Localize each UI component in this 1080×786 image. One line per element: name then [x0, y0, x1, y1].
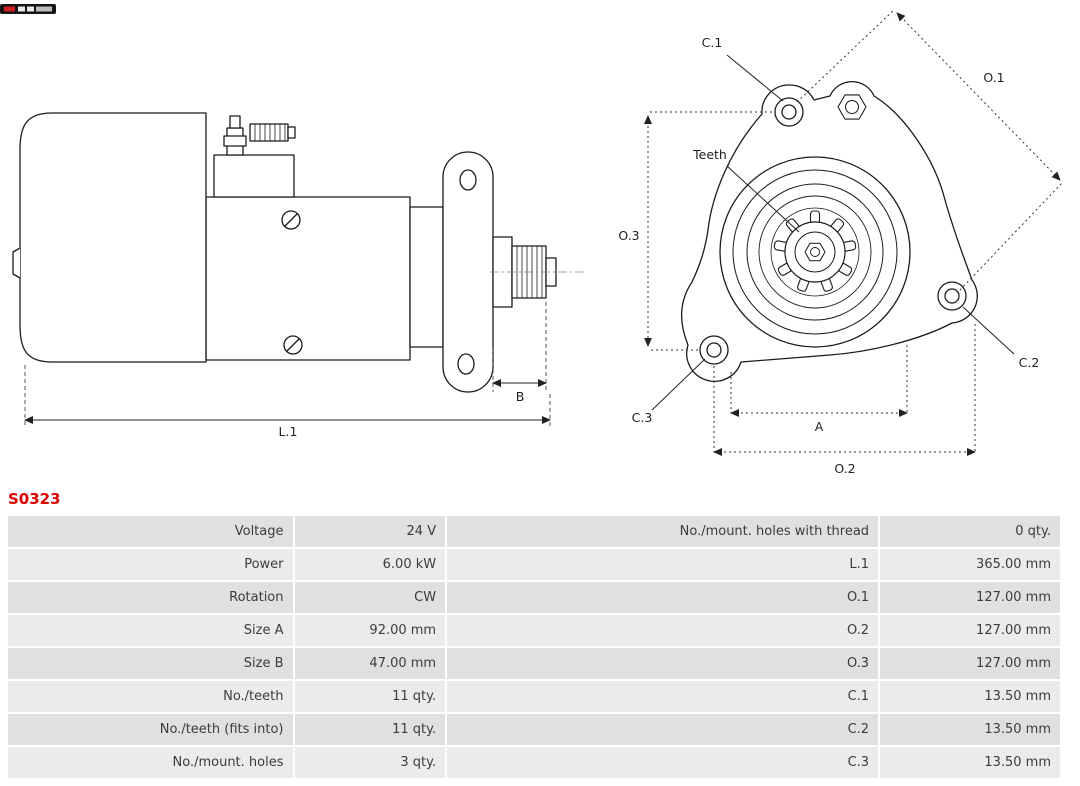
spec-label: No./mount. holes with thread — [447, 516, 879, 547]
spec-value: 24 V — [294, 516, 446, 547]
spec-value: 0 qty. — [880, 516, 1060, 547]
spec-value: 47.00 mm — [294, 648, 446, 679]
spec-label: C.3 — [447, 747, 879, 778]
spec-label: Size A — [8, 615, 293, 646]
spec-row: Size B 47.00 mm O.3 127.00 mm — [8, 648, 1060, 679]
spec-label: C.1 — [447, 681, 879, 712]
spec-label: O.3 — [447, 648, 879, 679]
dim-label-c2: C.2 — [1019, 355, 1040, 370]
spec-value: 13.50 mm — [880, 747, 1060, 778]
spec-row: No./teeth 11 qty. C.1 13.50 mm — [8, 681, 1060, 712]
spec-value: 13.50 mm — [880, 714, 1060, 745]
spec-value: 13.50 mm — [880, 681, 1060, 712]
side-view-drawing — [12, 112, 586, 393]
spec-label: Power — [8, 549, 293, 580]
front-view-dimensions — [644, 9, 1063, 456]
spec-row: Power 6.00 kW L.1 365.00 mm — [8, 549, 1060, 580]
dim-label-l1: L.1 — [279, 424, 298, 439]
drawings-svg: B L.1 — [12, 9, 1063, 476]
part-number: S0323 — [8, 490, 61, 508]
spec-label: No./teeth — [8, 681, 293, 712]
spec-row: No./teeth (fits into) 11 qty. C.2 13.50 … — [8, 714, 1060, 745]
brand-logo-icon — [0, 4, 56, 14]
spec-value: 365.00 mm — [880, 549, 1060, 580]
pinion-gear — [773, 210, 857, 292]
dim-label-a: A — [815, 419, 824, 434]
dim-label-b: B — [516, 389, 525, 404]
spec-value: CW — [294, 582, 446, 613]
spec-row: Size A 92.00 mm O.2 127.00 mm — [8, 615, 1060, 646]
spec-value: 127.00 mm — [880, 648, 1060, 679]
spec-label: Size B — [8, 648, 293, 679]
dim-label-c1: C.1 — [702, 35, 723, 50]
dim-label-o3: O.3 — [618, 228, 639, 243]
spec-row: Voltage 24 V No./mount. holes with threa… — [8, 516, 1060, 547]
spec-label: Voltage — [8, 516, 293, 547]
dim-label-teeth: Teeth — [692, 147, 727, 162]
technical-drawings: B L.1 — [12, 9, 1063, 476]
spec-value: 3 qty. — [294, 747, 446, 778]
brand-logo — [0, 0, 60, 14]
spec-value: 11 qty. — [294, 714, 446, 745]
spec-value: 92.00 mm — [294, 615, 446, 646]
dim-label-c3: C.3 — [632, 410, 653, 425]
spec-row: Rotation CW O.1 127.00 mm — [8, 582, 1060, 613]
dim-label-o1: O.1 — [983, 70, 1004, 85]
dim-label-o2: O.2 — [834, 461, 855, 476]
spec-value: 6.00 kW — [294, 549, 446, 580]
side-view-dimensions — [24, 302, 551, 427]
spec-table: Voltage 24 V No./mount. holes with threa… — [6, 514, 1062, 780]
spec-label: L.1 — [447, 549, 879, 580]
spec-label: Rotation — [8, 582, 293, 613]
spec-label: C.2 — [447, 714, 879, 745]
spec-label: O.1 — [447, 582, 879, 613]
spec-label: O.2 — [447, 615, 879, 646]
spec-row: No./mount. holes 3 qty. C.3 13.50 mm — [8, 747, 1060, 778]
spec-value: 127.00 mm — [880, 615, 1060, 646]
spec-label: No./mount. holes — [8, 747, 293, 778]
spec-value: 11 qty. — [294, 681, 446, 712]
spec-label: No./teeth (fits into) — [8, 714, 293, 745]
spec-value: 127.00 mm — [880, 582, 1060, 613]
front-view-drawing — [680, 80, 978, 382]
